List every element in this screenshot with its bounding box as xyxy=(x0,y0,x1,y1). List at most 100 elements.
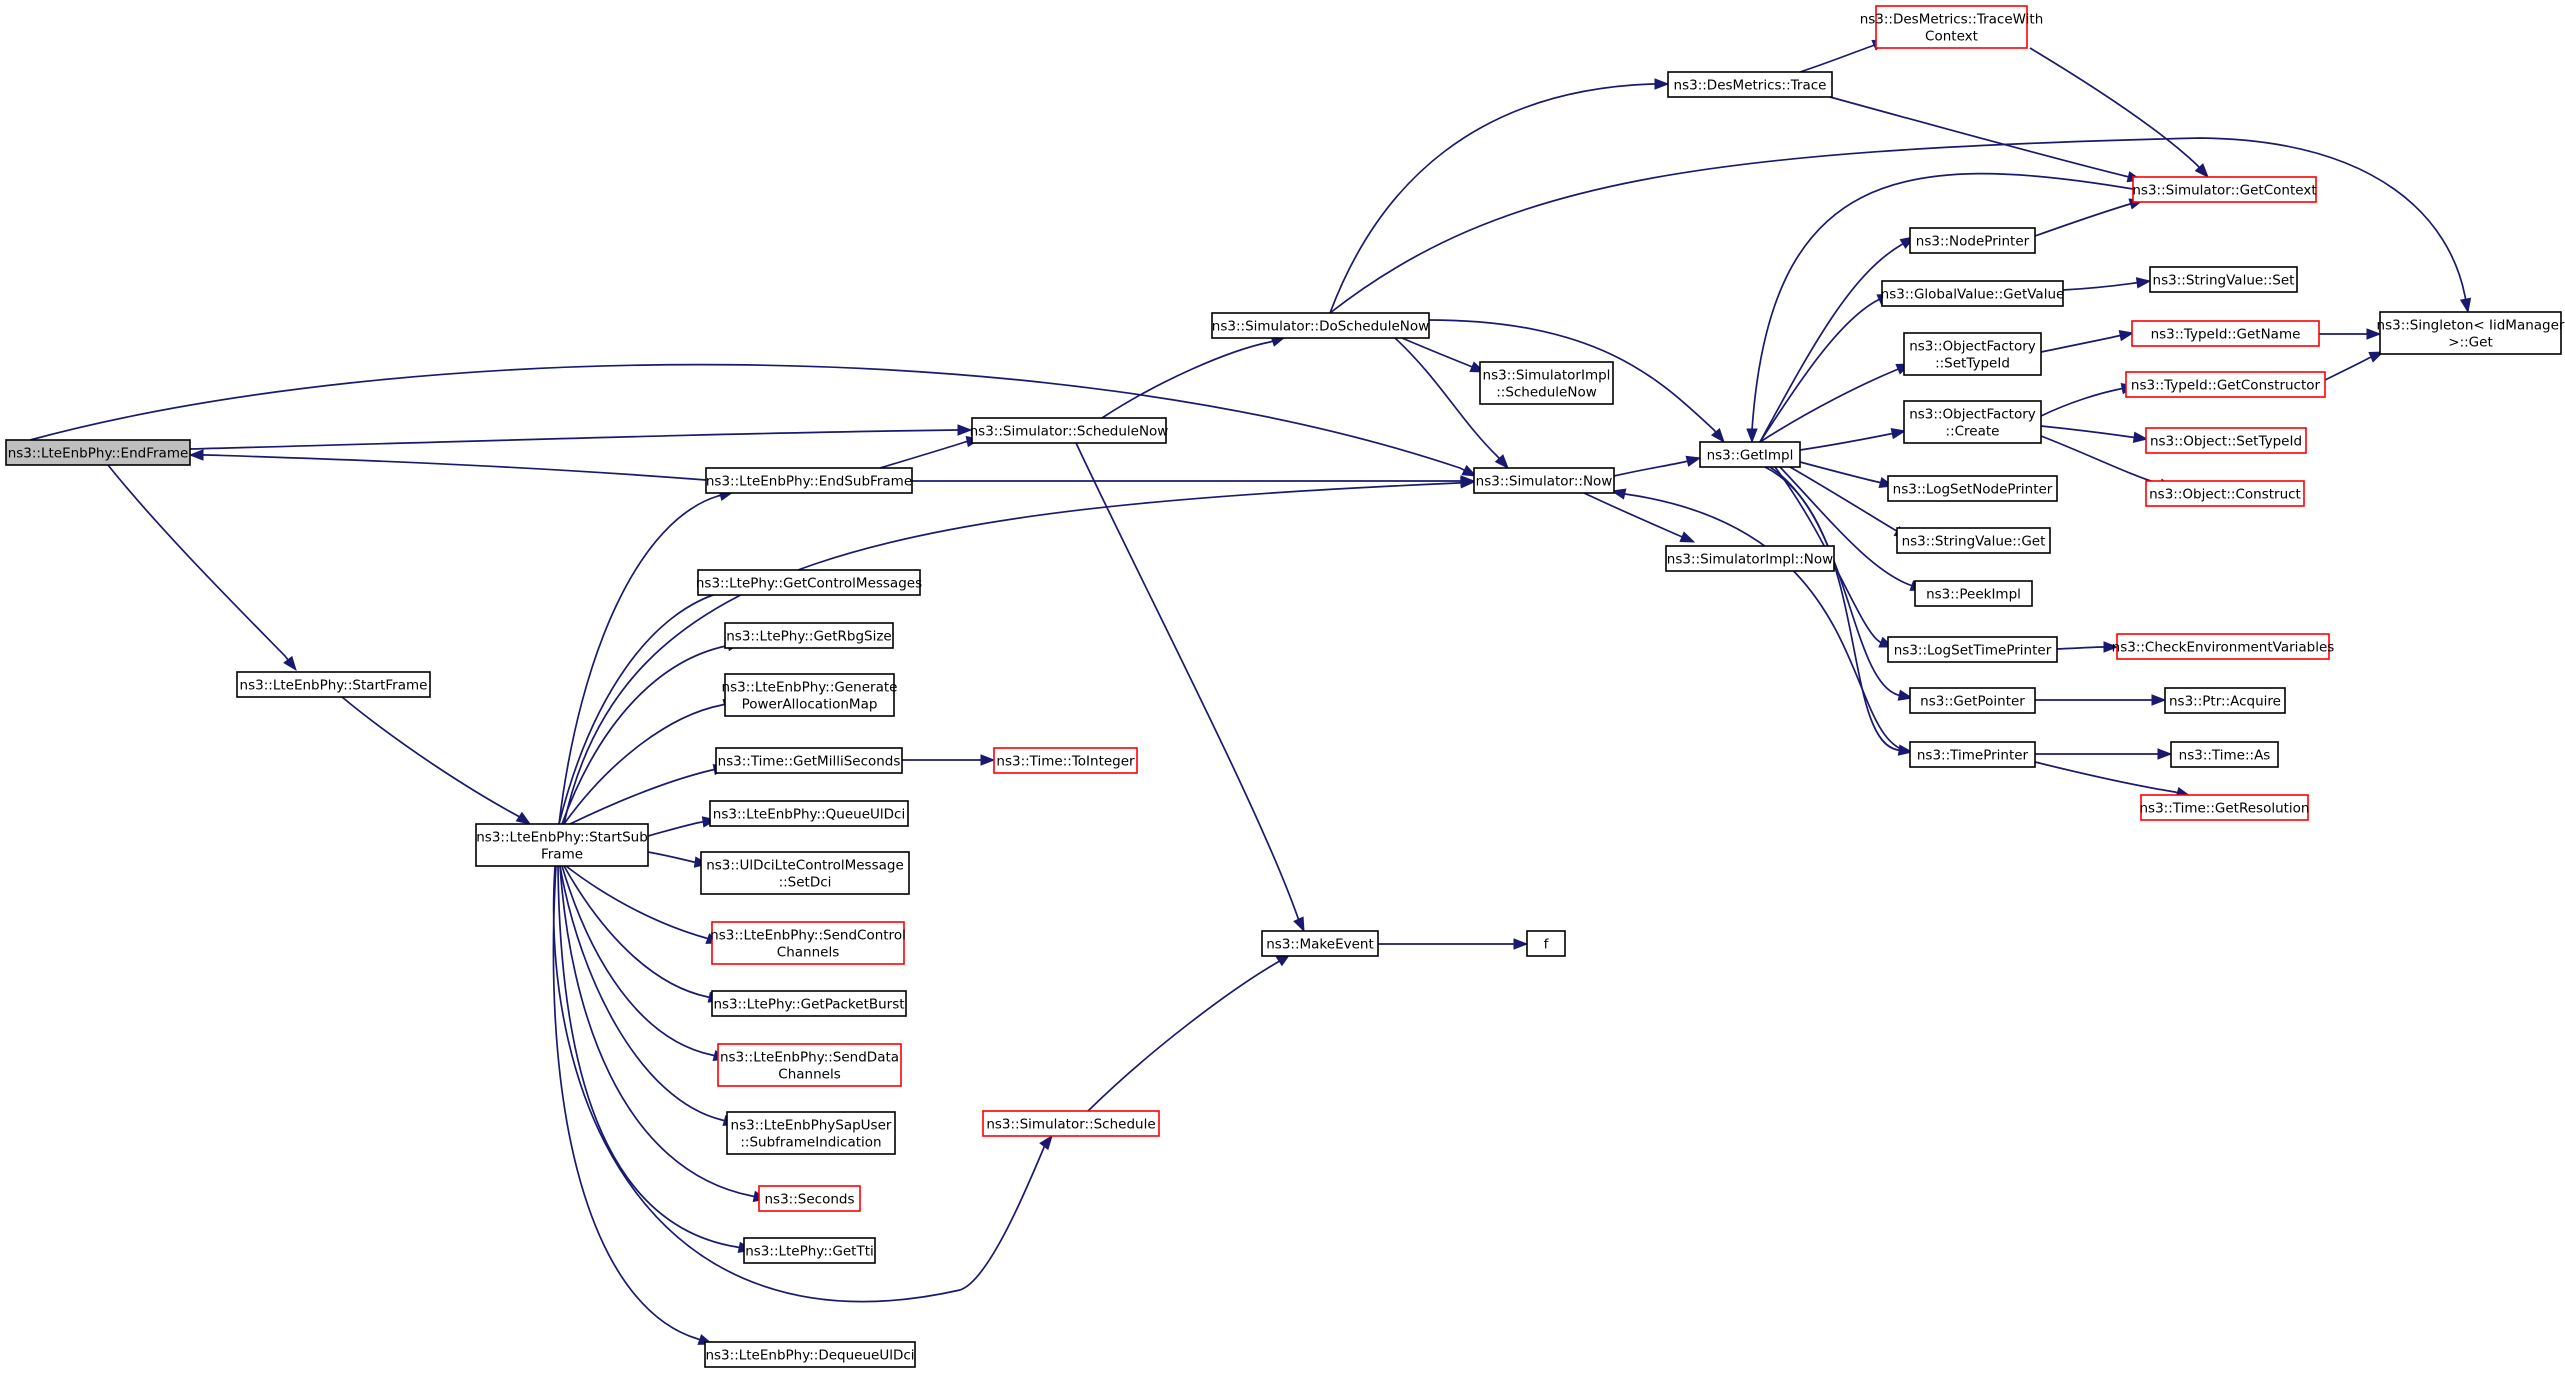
edge-line xyxy=(1769,466,1901,697)
node-label: Frame xyxy=(541,847,583,863)
arrowhead xyxy=(2194,163,2209,179)
node-label: ns3::GlobalValue::GetValue xyxy=(1881,287,2065,303)
node-box xyxy=(1909,741,2036,768)
node-endsubframe[interactable]: ns3::LteEnbPhy::EndSubFrame xyxy=(705,467,913,494)
node-stringvalueget[interactable]: ns3::StringValue::Get xyxy=(1896,527,2051,554)
node-simnow[interactable]: ns3::Simulator::Now xyxy=(1473,467,1615,494)
node-logsettimeprinter[interactable]: ns3::LogSetTimePrinter xyxy=(1887,636,2058,663)
node-objectconstruct[interactable]: ns3::Object::Construct xyxy=(2145,480,2305,507)
node-label: ns3::LogSetTimePrinter xyxy=(1894,643,2052,659)
arrowhead xyxy=(1685,455,1702,467)
node-generatepowermap[interactable]: ns3::LteEnbPhy::GeneratePowerAllocationM… xyxy=(722,673,898,717)
node-label: ns3::LtePhy::GetRbgSize xyxy=(726,629,892,645)
node-nodeprinter[interactable]: ns3::NodePrinter xyxy=(1909,227,2036,254)
node-label: >::Get xyxy=(2448,335,2492,351)
edge-line xyxy=(1759,367,1900,443)
arrowhead xyxy=(1654,78,1670,90)
edge-startsubframe-to-getcontrolmessages xyxy=(558,585,743,825)
node-timeprinter[interactable]: ns3::TimePrinter xyxy=(1909,741,2036,768)
node-ofcreate[interactable]: ns3::ObjectFactory::Create xyxy=(1903,400,2042,444)
edge-endframe-to-startframe xyxy=(107,464,297,672)
node-makeevent[interactable]: ns3::MakeEvent xyxy=(1261,930,1379,957)
node-gettti[interactable]: ns3::LtePhy::GetTti xyxy=(743,1237,876,1264)
edge-line xyxy=(552,865,1046,1303)
edge-getcontext-to-getimpl xyxy=(1746,172,2134,444)
node-getcontext[interactable]: ns3::Simulator::GetContext xyxy=(2132,176,2317,203)
edge-startsubframe-to-queueuldci xyxy=(647,816,718,837)
node-schedule[interactable]: ns3::Simulator::Schedule xyxy=(982,1110,1160,1137)
node-getmilliseconds[interactable]: ns3::Time::GetMilliSeconds xyxy=(715,747,903,774)
node-desmetricstrace[interactable]: ns3::DesMetrics::Trace xyxy=(1667,71,1833,98)
node-label: ns3::ObjectFactory xyxy=(1909,339,2036,355)
node-tointeger[interactable]: ns3::Time::ToInteger xyxy=(993,747,1138,774)
node-f[interactable]: f xyxy=(1526,930,1566,957)
node-getcontrolmessages[interactable]: ns3::LtePhy::GetControlMessages xyxy=(696,569,922,596)
node-typeidgetname[interactable]: ns3::TypeId::GetName xyxy=(2131,320,2320,347)
node-timeas[interactable]: ns3::Time::As xyxy=(2170,741,2279,768)
edge-doschedulenow-to-simnow xyxy=(1394,337,1509,470)
node-label: ns3::GetPointer xyxy=(1920,694,2025,710)
node-peekimpl[interactable]: ns3::PeekImpl xyxy=(1914,580,2033,607)
node-singletonget[interactable]: ns3::Singleton< IidManager >::Get xyxy=(2377,311,2565,355)
edge-tracewithcontext-to-getcontext xyxy=(2029,47,2209,179)
node-label: ns3::Simulator::ScheduleNow xyxy=(970,424,1169,440)
node-box xyxy=(711,921,905,965)
node-setdci[interactable]: ns3::UlDciLteControlMessage::SetDci xyxy=(700,851,910,895)
node-getimpl[interactable]: ns3::GetImpl xyxy=(1699,441,1801,468)
node-label: ns3::TimePrinter xyxy=(1917,748,2029,764)
node-label: ns3::SimulatorImpl xyxy=(1483,368,1611,384)
edge-line xyxy=(561,865,716,1057)
node-ofsettypeid[interactable]: ns3::ObjectFactory::SetTypeId xyxy=(1903,332,2042,376)
node-getrbgsize[interactable]: ns3::LtePhy::GetRbgSize xyxy=(724,622,894,649)
node-checkenv[interactable]: ns3::CheckEnvironmentVariables xyxy=(2112,633,2335,660)
arrowhead xyxy=(1710,427,1725,444)
node-box xyxy=(1479,361,1614,405)
node-getpointer[interactable]: ns3::GetPointer xyxy=(1909,687,2036,714)
node-timegetresolution[interactable]: ns3::Time::GetResolution xyxy=(2139,794,2310,821)
node-queueuldci[interactable]: ns3::LteEnbPhy::QueueUlDci xyxy=(709,800,909,827)
node-subframeindication[interactable]: ns3::LteEnbPhySapUser::SubframeIndicatio… xyxy=(726,1111,896,1155)
arrowhead xyxy=(1513,938,1529,950)
node-schedulenow[interactable]: ns3::Simulator::ScheduleNow xyxy=(970,417,1169,444)
arrowhead xyxy=(1039,1134,1053,1151)
edge-getmilliseconds-to-tointeger xyxy=(901,754,996,766)
node-endframe: ns3::LteEnbPhy::EndFrame xyxy=(5,439,191,466)
node-startframe[interactable]: ns3::LteEnbPhy::StartFrame xyxy=(236,671,431,698)
node-seconds[interactable]: ns3::Seconds xyxy=(758,1185,861,1212)
edge-getimpl-to-globalvaluegetvalue xyxy=(1759,293,1893,443)
node-logsetnodeprinter[interactable]: ns3::LogSetNodePrinter xyxy=(1887,475,2058,502)
node-typeidgetconstructor[interactable]: ns3::TypeId::GetConstructor xyxy=(2125,371,2326,398)
node-box xyxy=(1875,5,2028,49)
node-box xyxy=(1909,227,2036,254)
edge-line xyxy=(1799,432,1894,451)
edge-startsubframe-to-endsubframe xyxy=(558,489,735,825)
node-box xyxy=(758,1185,861,1212)
edge-line xyxy=(2040,334,2122,353)
node-label: f xyxy=(1544,937,1550,953)
node-stringvalueset[interactable]: ns3::StringValue::Set xyxy=(2149,266,2298,293)
node-simimplschedulenow[interactable]: ns3::SimulatorImpl::ScheduleNow xyxy=(1479,361,1614,405)
node-label: ns3::StringValue::Set xyxy=(2153,273,2295,289)
node-dequeueuldci[interactable]: ns3::LteEnbPhy::DequeueUlDci xyxy=(704,1341,916,1368)
node-box xyxy=(993,747,1138,774)
node-ptracquire[interactable]: ns3::Ptr::Acquire xyxy=(2164,687,2286,714)
edge-getpointer-to-ptracquire xyxy=(2035,694,2167,706)
node-box xyxy=(982,1110,1160,1137)
node-objectsettypeid[interactable]: ns3::Object::SetTypeId xyxy=(2145,427,2307,454)
node-box xyxy=(1903,332,2042,376)
node-label: ns3::LteEnbPhy::SendControl xyxy=(710,928,906,944)
edge-endsubframe-to-endframe xyxy=(188,449,707,481)
node-simimplnow[interactable]: ns3::SimulatorImpl::Now xyxy=(1665,545,1835,572)
node-getpacketburst[interactable]: ns3::LtePhy::GetPacketBurst xyxy=(711,990,907,1017)
node-box xyxy=(717,1043,902,1087)
edge-line xyxy=(1759,298,1881,443)
node-box xyxy=(1667,71,1833,98)
node-box xyxy=(1896,527,2051,554)
node-globalvaluegetvalue[interactable]: ns3::GlobalValue::GetValue xyxy=(1881,280,2065,307)
node-doschedulenow[interactable]: ns3::Simulator::DoScheduleNow xyxy=(1211,312,1430,339)
node-box xyxy=(1887,636,2058,663)
